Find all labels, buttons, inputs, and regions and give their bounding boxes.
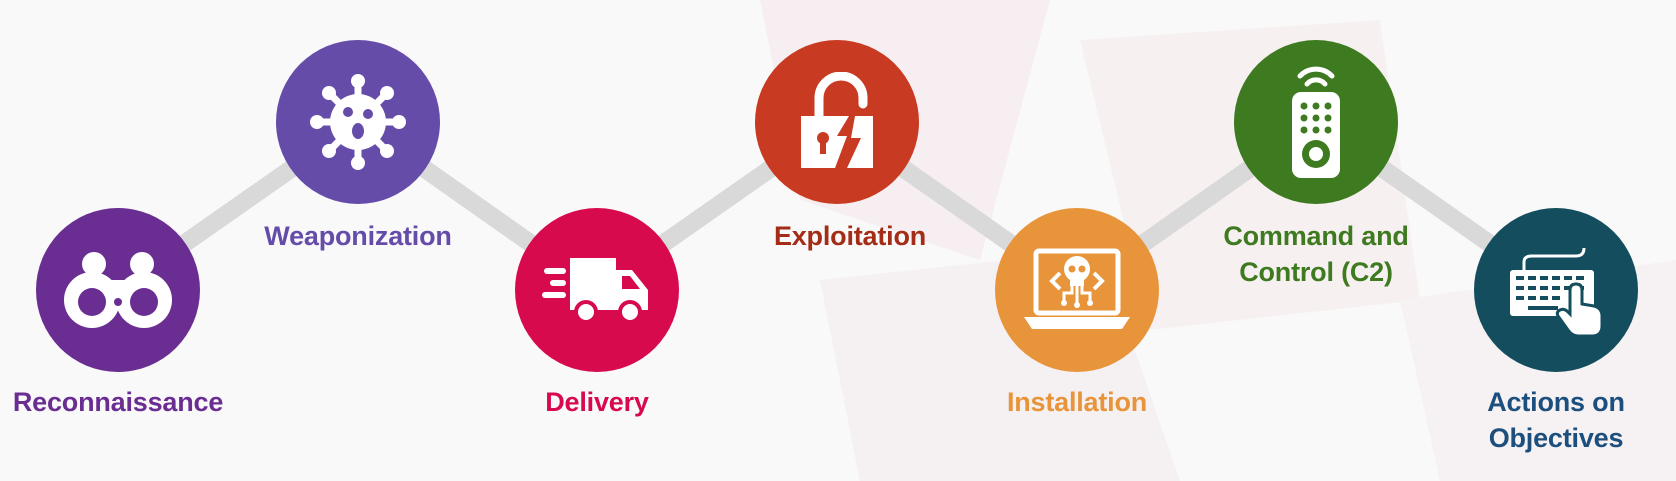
stage-installation [995, 208, 1159, 372]
stage-label-delivery: Delivery [545, 387, 649, 417]
stage-label-command-and-control-line-2: Control (C2) [1239, 257, 1393, 287]
stage-label-weaponization: Weaponization [264, 221, 452, 251]
stage-label-installation: Installation [1006, 387, 1148, 417]
remote-control-icon [1284, 64, 1348, 180]
stage-exploitation [755, 40, 919, 204]
stage-label-actions-on-objectives: Actions on Objectives [1446, 384, 1666, 456]
stage-label-command-and-control: Command and Control (C2) [1206, 218, 1426, 290]
laptop-skull-icon [1022, 245, 1132, 335]
stage-delivery [515, 208, 679, 372]
stage-label-actions-on-objectives-line-1: Actions on [1487, 387, 1625, 417]
stage-label-actions-on-objectives-line-2: Objectives [1488, 423, 1624, 453]
stage-label-command-and-control-line-1: Command and [1223, 221, 1409, 251]
delivery-truck-icon [542, 252, 652, 328]
virus-icon [308, 72, 408, 172]
stage-weaponization [276, 40, 440, 204]
stage-label-reconnaissance: Reconnaissance [12, 387, 224, 417]
stage-label-exploitation: Exploitation [773, 221, 927, 251]
broken-padlock-icon [797, 72, 877, 172]
binoculars-icon [62, 250, 174, 330]
stage-reconnaissance [36, 208, 200, 372]
keyboard-hand-icon [1506, 242, 1606, 338]
stage-actions-on-objectives [1474, 208, 1638, 372]
stage-command-and-control [1234, 40, 1398, 204]
